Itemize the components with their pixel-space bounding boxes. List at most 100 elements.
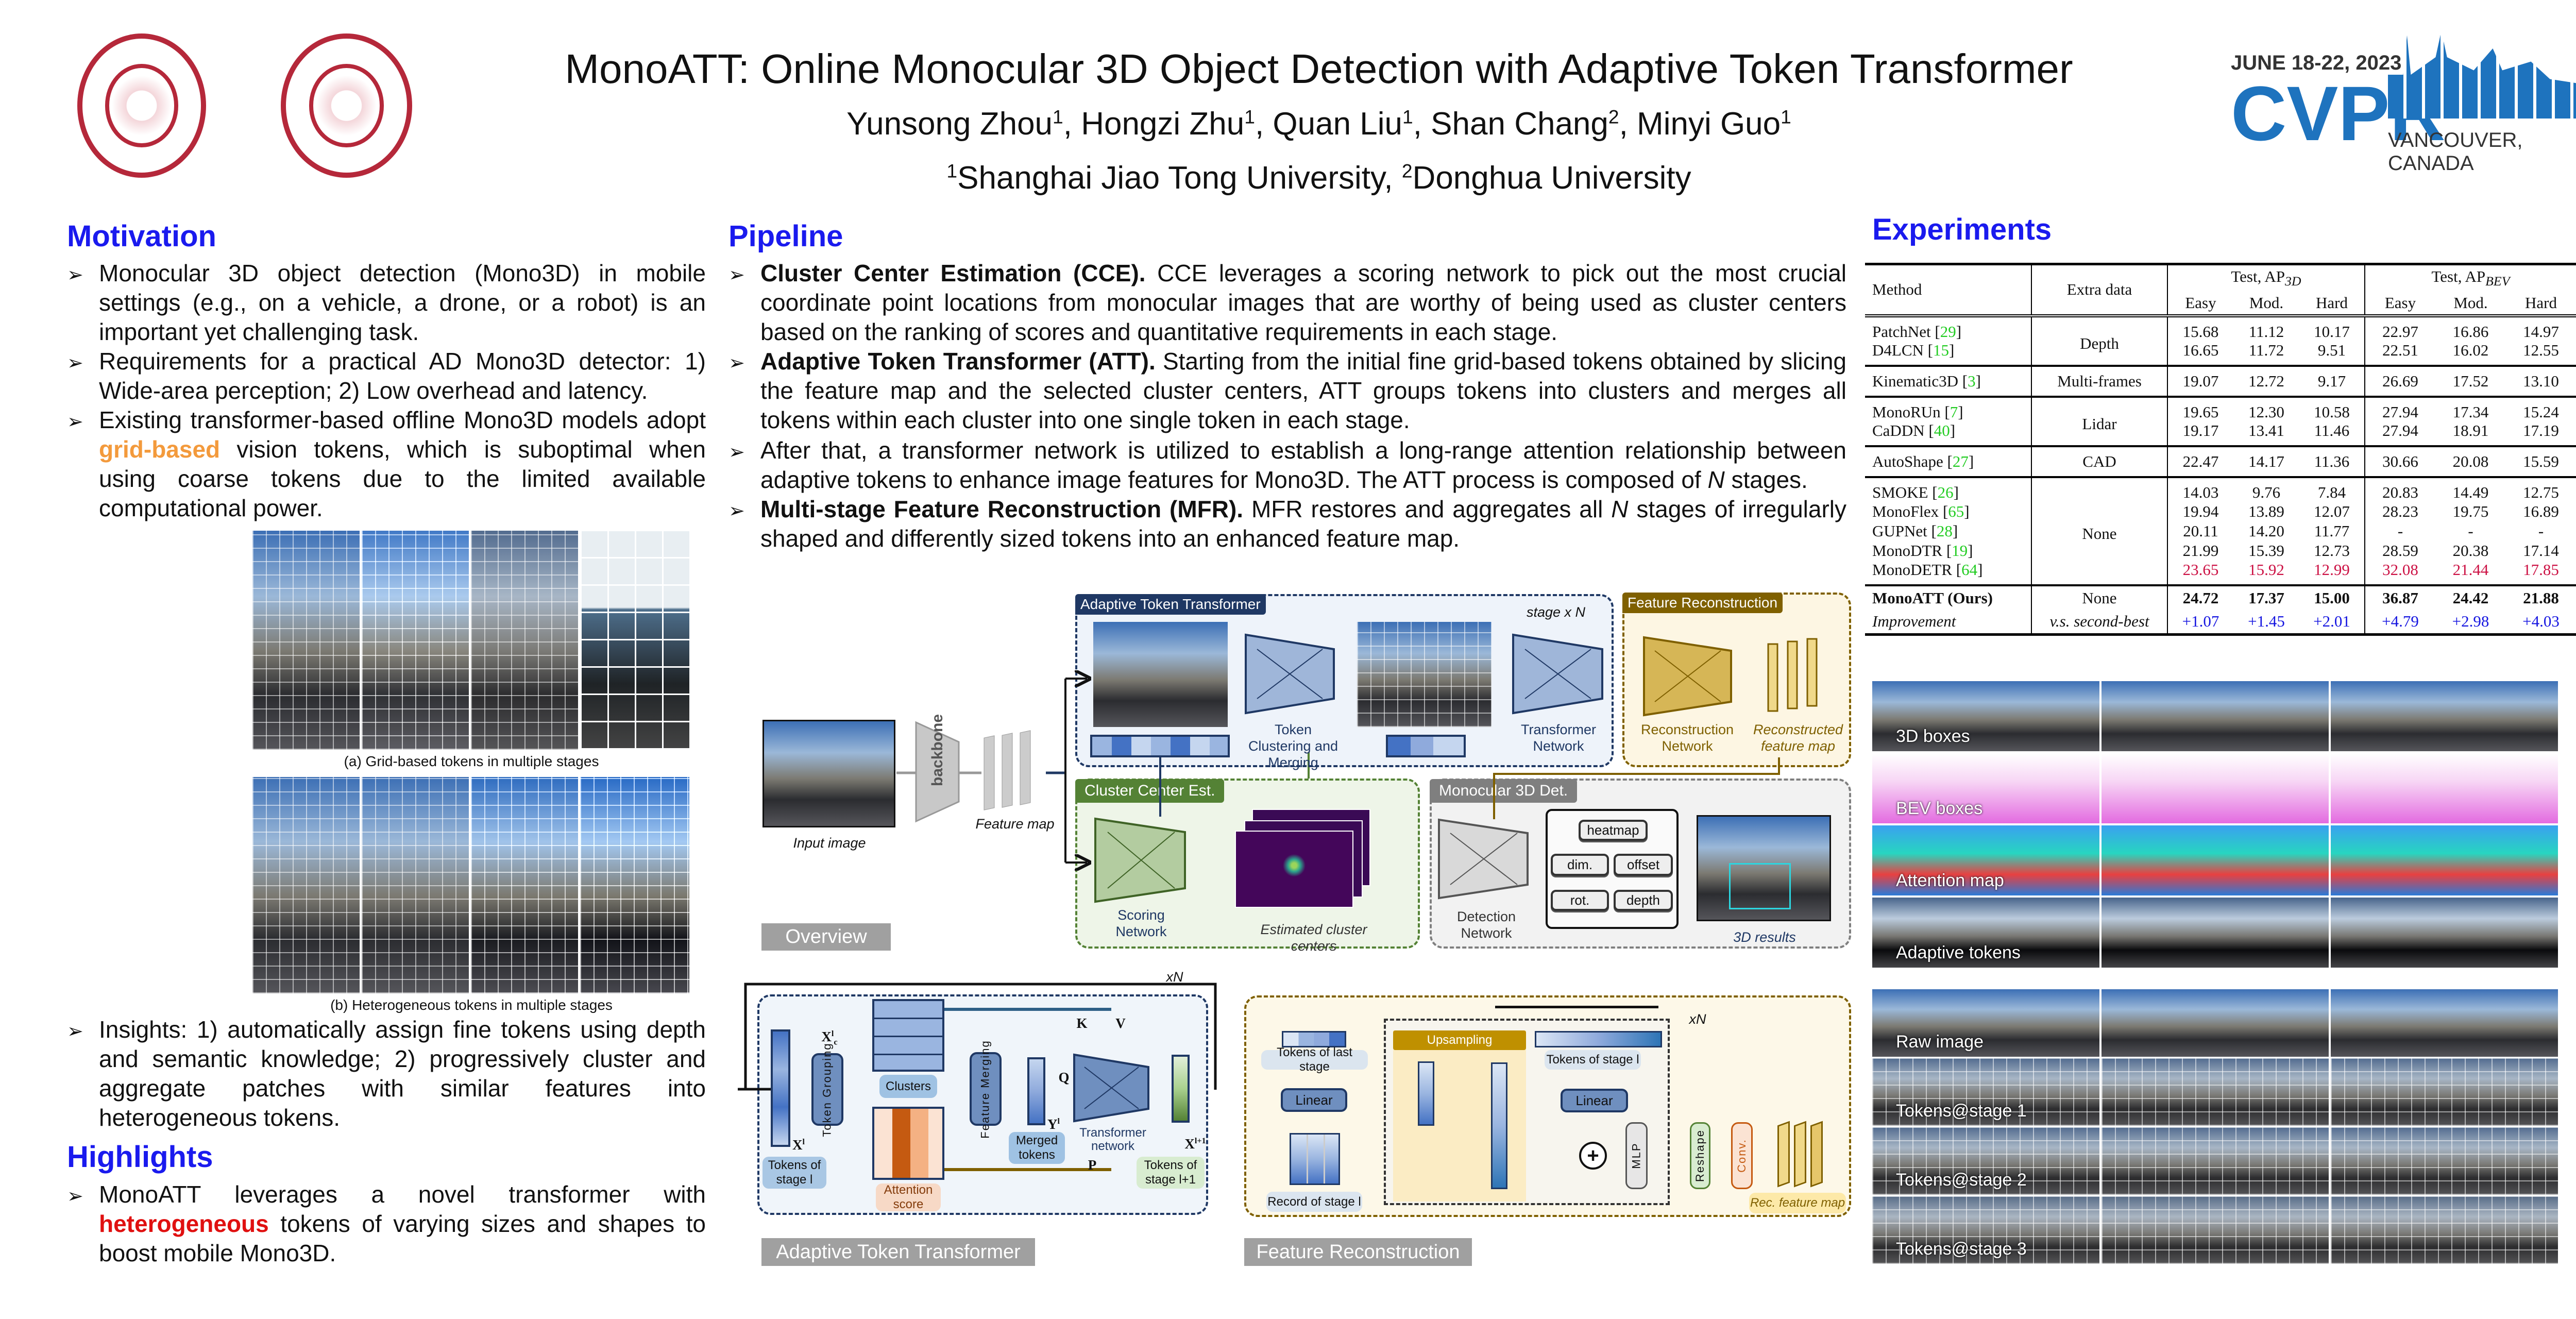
value-cell: 32.08 (2364, 560, 2435, 585)
bullet-text: Existing transformer-based offline Mono3… (99, 407, 706, 433)
conv-box: Conv. (1731, 1122, 1753, 1189)
author-affiliation: 1 (1781, 106, 1791, 128)
insights-bullet: Insights: 1) automatically assign fine t… (67, 1015, 706, 1132)
col-subheader: Easy (2167, 291, 2233, 316)
poster-title: MonoATT: Online Monocular 3D Object Dete… (565, 46, 2073, 92)
citation-ref: 64 (1961, 560, 1978, 579)
method-cell: GUPNet [28] (1872, 521, 1958, 540)
grid-image-stage (580, 531, 689, 750)
method-name: GUPNet (1872, 521, 1927, 540)
feature-map-slice (984, 735, 995, 810)
value-cell: 16.65 (2167, 341, 2233, 366)
linear-box: Linear (1561, 1089, 1628, 1112)
strip2-image (2102, 989, 2329, 1057)
rec-map-slice (1810, 1121, 1823, 1188)
merged-token-bar (1386, 735, 1466, 757)
strip-label: Attention map (1896, 871, 2004, 890)
col-header-ap3d: Test, AP3D (2167, 264, 2365, 292)
pipeline-bullet: After that, a transformer network is uti… (728, 436, 1846, 495)
value-cell: - (2538, 521, 2544, 540)
output-tokens-column (1172, 1055, 1190, 1123)
head-depth: depth (1614, 890, 1673, 911)
value-cell: 36.87 (2364, 585, 2435, 610)
ap3d-sub: 3D (2285, 274, 2301, 289)
strip2-image (2102, 1058, 2329, 1126)
token-bar (1090, 735, 1230, 757)
record-label: Record of stage l (1266, 1192, 1362, 1212)
xc-sup: l (831, 1029, 834, 1038)
xc-sub: c (834, 1037, 838, 1047)
input-image (762, 720, 895, 827)
method-name: SMOKE (1872, 483, 1928, 501)
author-affiliation: 1 (1244, 106, 1255, 128)
pipeline-bullet: Adaptive Token Transformer (ATT). Starti… (728, 347, 1846, 435)
highlights-bullet: MonoATT leverages a novel transformer wi… (67, 1180, 706, 1268)
scoring-network-label: Scoring Network (1115, 907, 1167, 939)
method-cell: MonoDETR [64] (1872, 560, 1983, 579)
conference-location: VANCOUVER, CANADA (2388, 129, 2523, 175)
value-cell: 9.51 (2317, 341, 2346, 359)
value-cell: 15.24 (2523, 402, 2559, 421)
citation-ref: 40 (1934, 421, 1950, 439)
value-cell: 15.68 (2167, 315, 2233, 341)
p-label: P (1088, 1157, 1097, 1173)
citation-ref: 7 (1950, 402, 1958, 421)
stage-x-n-label: stage x N (1526, 604, 1586, 620)
head-rot: rot. (1551, 890, 1609, 911)
value-cell: +4.79 (2364, 610, 2435, 635)
strip2-image (2331, 1196, 2558, 1264)
x-next-label: Xl+1 (1180, 1132, 1211, 1152)
motivation-heading: Motivation (67, 219, 216, 253)
x-label: Xl (791, 1134, 806, 1153)
clusters-table (872, 999, 944, 1072)
transformer-network-label: Transformer Network (1520, 722, 1597, 754)
bullet-text: MonoATT leverages a novel transformer wi… (99, 1181, 706, 1208)
strip1-image (1872, 898, 2099, 968)
author-affiliation: 1 (1402, 106, 1413, 128)
method-name: PatchNet (1872, 322, 1931, 341)
extra-data-cell: v.s. second-best (2031, 610, 2167, 635)
value-cell: 20.83 (2364, 477, 2435, 502)
x-sup: l (802, 1137, 805, 1146)
cce-tab-label: Cluster Center Est. (1075, 779, 1225, 803)
bullet-text: CCE leverages a scoring network to pick … (760, 260, 1846, 345)
heatmap-layer (1235, 831, 1353, 908)
method-name: AutoShape (1872, 452, 1943, 470)
value-cell: 26.69 (2364, 365, 2435, 397)
k-label: K (1076, 1016, 1088, 1031)
overview-label: Overview (761, 923, 891, 951)
value-cell: 21.99 (2167, 540, 2233, 561)
method-cell: MonoATT (Ours) (1872, 588, 1993, 607)
author: Shan Chang (1431, 106, 1608, 142)
detection-network-label: Detection Network (1456, 909, 1516, 941)
author: Hongzi Zhu (1081, 106, 1245, 142)
hetero-image-stage (580, 777, 689, 993)
value-cell: 9.17 (2317, 371, 2346, 390)
bullet-text: vision tokens, which is suboptimal when … (99, 436, 706, 521)
rec-feature-map-label: Rec. feature map (1749, 1193, 1846, 1213)
strip1-image (2102, 898, 2329, 968)
strip-label: 3D boxes (1896, 726, 1970, 746)
apbev-sub: BEV (2485, 274, 2510, 289)
value-cell: 13.41 (2248, 421, 2284, 439)
value-cell: +1.45 (2248, 612, 2285, 631)
motivation-bullet: Existing transformer-based offline Mono3… (67, 405, 706, 523)
extra-data-cell: Multi-frames (2031, 365, 2167, 397)
value-cell: 28.23 (2364, 501, 2435, 521)
value-cell: 16.89 (2523, 502, 2559, 520)
hetero-image-stage (362, 777, 469, 993)
strip1-image (1872, 753, 2099, 823)
value-cell: 16.02 (2452, 341, 2489, 359)
value-cell: 15.39 (2248, 541, 2284, 560)
bullet-text: stages of irregularly shaped and differe… (760, 496, 1846, 552)
citation-ref: 3 (1968, 371, 1976, 390)
value-cell: 10.17 (2314, 322, 2350, 341)
value-cell: 13.89 (2248, 502, 2284, 520)
method-name: CaDDN (1872, 421, 1925, 439)
value-cell: 18.91 (2452, 421, 2489, 439)
